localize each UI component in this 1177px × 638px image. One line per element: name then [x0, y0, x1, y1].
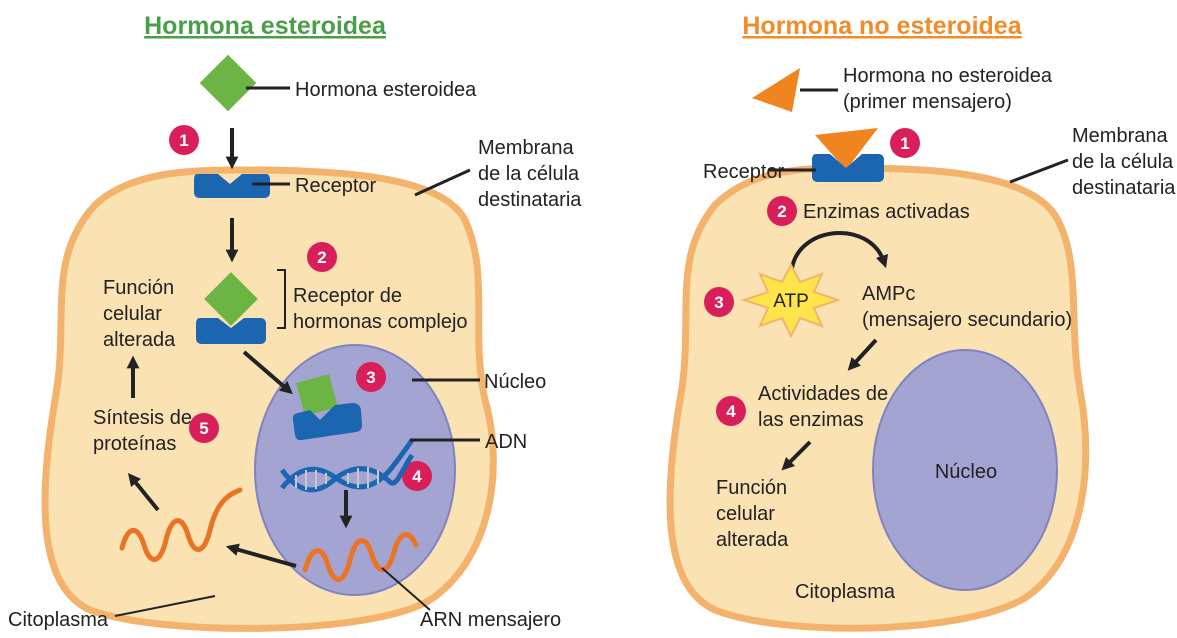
- svg-text:2: 2: [777, 202, 786, 221]
- nonsteroid-hormone-shape: [752, 68, 800, 112]
- nonsteroid-title: Hormona no esteroidea: [742, 12, 1022, 40]
- svg-text:4: 4: [726, 402, 736, 421]
- steroid-title: Hormona esteroidea: [144, 12, 387, 40]
- step-badge-3: 3: [356, 362, 386, 392]
- step-badge-5: 5: [189, 413, 219, 443]
- steroid-complex-hormone: [204, 272, 258, 326]
- steroid-complex-label: Receptor de hormonas complejo: [293, 285, 468, 333]
- nonsteroid-step-badge-1: 1: [890, 128, 920, 158]
- atp-burst: [740, 262, 842, 339]
- nonsteroid-bound-hormone: [815, 128, 878, 170]
- steroid-receptor-shape: [194, 174, 270, 198]
- svg-text:1: 1: [900, 134, 909, 153]
- steroid-hormone-label: Hormona esteroidea: [295, 79, 477, 101]
- nonsteroid-enzymes-label: Enzimas activadas: [803, 201, 970, 223]
- mrna-nuclear: [302, 532, 419, 582]
- ampc-label: AMPc (mensajero secundario): [862, 283, 1072, 331]
- steroid-complex-receptor: [196, 318, 266, 344]
- step-badge-1: 1: [169, 125, 199, 155]
- svg-text:5: 5: [199, 419, 208, 438]
- nonsteroid-membrane-label: Membrana de la célula destinataria: [1072, 125, 1177, 199]
- step-badge-4: 4: [402, 461, 432, 491]
- steroid-synthesis-label: Síntesis de proteínas: [93, 407, 198, 455]
- svg-text:3: 3: [366, 368, 375, 387]
- dna-helix: [279, 438, 415, 493]
- steroid-cytoplasm-label: Citoplasma: [8, 609, 109, 631]
- svg-text:3: 3: [714, 293, 723, 312]
- nonsteroid-panel: Hormona no esteroidea Núcleo Hormona no …: [666, 12, 1177, 632]
- nonsteroid-nucleus-label: Núcleo: [935, 461, 997, 483]
- steroid-dna-label: ADN: [485, 431, 527, 453]
- nonsteroid-cytoplasm-label: Citoplasma: [795, 581, 896, 603]
- activities-label: Actividades de las enzimas: [758, 383, 894, 431]
- nonsteroid-hormone-label: Hormona no esteroidea (primer mensajero): [843, 65, 1058, 113]
- nonsteroid-receptor-label: Receptor: [703, 161, 784, 183]
- steroid-membrane-label: Membrana de la célula destinataria: [478, 137, 585, 211]
- atp-label: ATP: [773, 291, 809, 312]
- steroid-mrna-label: ARN mensajero: [420, 609, 561, 631]
- nonsteroid-receptor-shape: [812, 154, 884, 182]
- nuclear-complex-receptor: [292, 403, 362, 441]
- nonsteroid-function-label: Función celular alterada: [716, 477, 793, 551]
- steroid-nucleus-label: Núcleo: [484, 371, 546, 393]
- steroid-hormone-shape: [199, 54, 257, 112]
- nonsteroid-step-badge-2: 2: [767, 196, 797, 226]
- svg-text:2: 2: [317, 248, 326, 267]
- steroid-function-label: Función celular alterada: [103, 277, 180, 351]
- mrna-cytoplasm: [119, 487, 243, 562]
- step-badge-2: 2: [307, 242, 337, 272]
- svg-text:1: 1: [179, 131, 188, 150]
- nonsteroid-nucleus: [872, 349, 1058, 591]
- svg-text:4: 4: [412, 467, 422, 486]
- steroid-receptor-label: Receptor: [295, 175, 376, 197]
- nonsteroid-step-badge-3: 3: [704, 287, 734, 317]
- nuclear-complex-hormone: [296, 374, 338, 416]
- steroid-panel: Hormona esteroidea Hormona esteroidea Re…: [8, 12, 585, 632]
- nonsteroid-step-badge-4: 4: [716, 396, 746, 426]
